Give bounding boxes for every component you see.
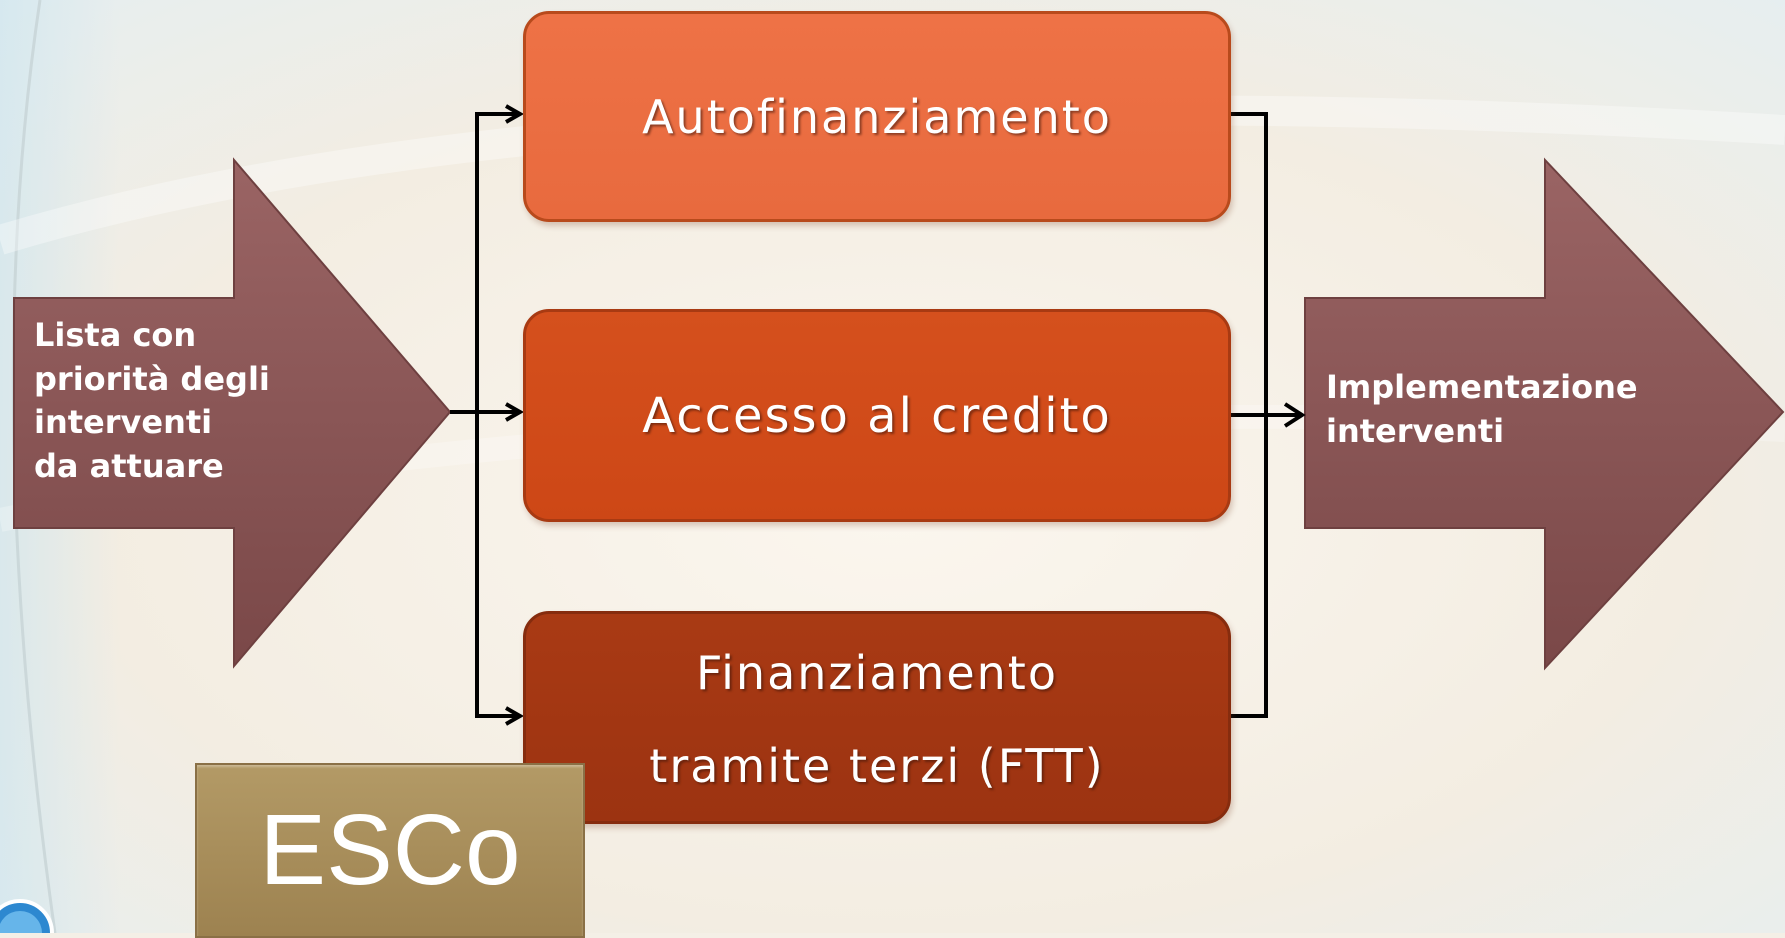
ftt-label-line2: tramite terzi (FTT) <box>649 739 1105 794</box>
finanziamento-tramite-terzi-box: Finanziamento tramite terzi (FTT) <box>523 611 1231 824</box>
accesso-al-credito-label: Accesso al credito <box>642 387 1112 444</box>
logo-emblem <box>0 899 54 933</box>
autofinanziamento-label: Autofinanziamento <box>642 89 1112 144</box>
left-arrow-shape <box>13 157 452 669</box>
right-arrow-text: Implementazione interventi <box>1326 368 1638 450</box>
input-connectors <box>450 104 525 726</box>
autofinanziamento-box: Autofinanziamento <box>523 11 1231 222</box>
right-arrow-shape <box>1304 157 1785 671</box>
esco-box: ESCo <box>195 763 585 938</box>
arrowhead-middle <box>505 402 525 422</box>
accesso-al-credito-box: Accesso al credito <box>523 309 1231 522</box>
ftt-label-line1: Finanziamento <box>696 645 1058 700</box>
arrowhead-top <box>505 104 525 124</box>
arrowhead-bottom <box>505 706 525 726</box>
left-arrow-text: Lista con priorità degli interventi da a… <box>34 316 270 485</box>
arrowhead-output <box>1283 402 1306 428</box>
esco-label: ESCo <box>259 794 521 906</box>
output-connectors <box>1231 112 1306 718</box>
